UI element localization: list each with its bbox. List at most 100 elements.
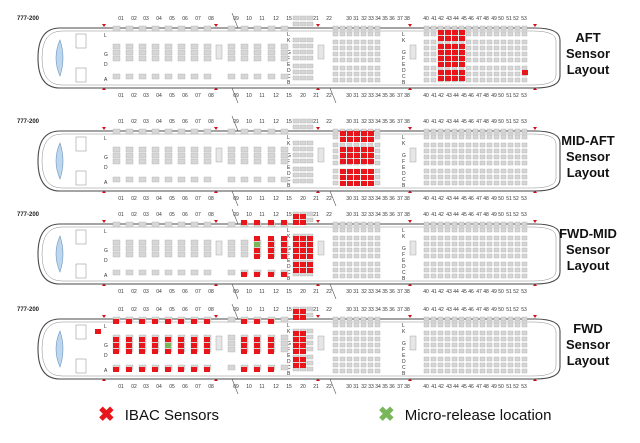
seat	[280, 49, 289, 56]
column-number: 52	[513, 384, 519, 390]
ibac-sensor	[522, 70, 528, 75]
seat	[500, 348, 507, 354]
column-number: 02	[131, 119, 137, 125]
seat	[472, 356, 479, 362]
row-letter: F	[287, 252, 290, 258]
row-letter: D	[287, 264, 291, 270]
ibac-sensor	[204, 349, 210, 354]
door-triangle	[408, 220, 412, 223]
seat	[360, 241, 367, 247]
seat	[367, 241, 374, 247]
seat	[507, 261, 514, 267]
seat	[339, 51, 346, 57]
seat	[332, 148, 339, 154]
seat	[367, 31, 374, 37]
seat	[299, 55, 307, 61]
seat	[125, 152, 134, 159]
column-numbers-top: 0102030405060708091011121520212230313233…	[118, 307, 527, 313]
door-triangle	[533, 127, 537, 130]
ibac-sensor	[354, 153, 360, 158]
ibac-sensor	[361, 131, 367, 136]
ibac-sensor	[300, 220, 306, 225]
seat	[177, 221, 186, 228]
seat	[280, 364, 289, 371]
seat	[227, 251, 236, 258]
ibac-sensors	[438, 30, 528, 81]
column-number: 05	[169, 119, 175, 125]
seat	[486, 368, 493, 374]
seat	[306, 69, 314, 75]
column-number: 37	[397, 119, 403, 125]
seat	[367, 25, 374, 31]
seat	[472, 273, 479, 279]
seat	[353, 57, 360, 63]
seat	[346, 342, 353, 348]
row-letter: D	[287, 171, 291, 177]
column-number: 49	[491, 307, 497, 313]
seat	[353, 330, 360, 336]
seat	[332, 65, 339, 71]
seat	[332, 77, 339, 83]
seat	[374, 348, 381, 354]
row-letter: E	[287, 165, 291, 171]
row-letter: E	[402, 258, 406, 264]
seat	[125, 128, 134, 135]
seat	[332, 51, 339, 57]
seat	[346, 362, 353, 368]
column-number: 15	[286, 196, 292, 202]
seat	[458, 273, 465, 279]
seat	[423, 227, 430, 233]
ibac-sensor	[268, 337, 274, 342]
seat	[430, 356, 437, 362]
row-letter: D	[402, 68, 406, 74]
rear-economy-seats	[423, 221, 528, 279]
column-number: 09	[233, 93, 239, 99]
mid-cabin-seats	[292, 118, 314, 184]
seat	[353, 39, 360, 45]
ibac-sensors	[95, 309, 306, 372]
seat	[423, 57, 430, 63]
seat	[423, 51, 430, 57]
row-letter: L	[402, 323, 405, 329]
column-number: 21	[313, 289, 319, 295]
column-number: 48	[483, 212, 489, 218]
seat	[332, 31, 339, 37]
column-number: 11	[259, 16, 264, 22]
column-number: 36	[389, 289, 395, 295]
economy-seats	[332, 25, 381, 83]
column-number: 09	[233, 307, 239, 313]
seat	[458, 267, 465, 273]
seat	[493, 235, 500, 241]
seat	[423, 316, 430, 322]
ibac-sensor	[354, 131, 360, 136]
lavatory	[409, 44, 417, 60]
row-letter: C	[287, 74, 291, 80]
seat	[339, 322, 346, 328]
seat	[486, 253, 493, 259]
ibac-sensor	[178, 319, 184, 324]
seat	[493, 316, 500, 322]
seat	[472, 148, 479, 154]
column-number: 03	[143, 212, 149, 218]
seat	[514, 356, 521, 362]
seat	[493, 221, 500, 227]
ibac-sensor	[300, 349, 306, 354]
row-letter: D	[104, 353, 108, 359]
seat	[112, 221, 121, 228]
seat	[521, 356, 528, 362]
seat	[332, 342, 339, 348]
column-number: 40	[423, 289, 429, 295]
column-number: 32	[361, 119, 367, 125]
seat	[465, 65, 472, 71]
seat	[472, 247, 479, 253]
column-number: 11	[259, 196, 264, 202]
seat	[437, 316, 444, 322]
row-letter: L	[104, 136, 107, 142]
ibac-sensor	[191, 319, 197, 324]
column-number: 12	[273, 196, 279, 202]
layout-label-line: Layout	[567, 62, 610, 77]
seat	[465, 148, 472, 154]
column-number: 08	[208, 212, 214, 218]
seat	[472, 71, 479, 77]
seat	[430, 174, 437, 180]
